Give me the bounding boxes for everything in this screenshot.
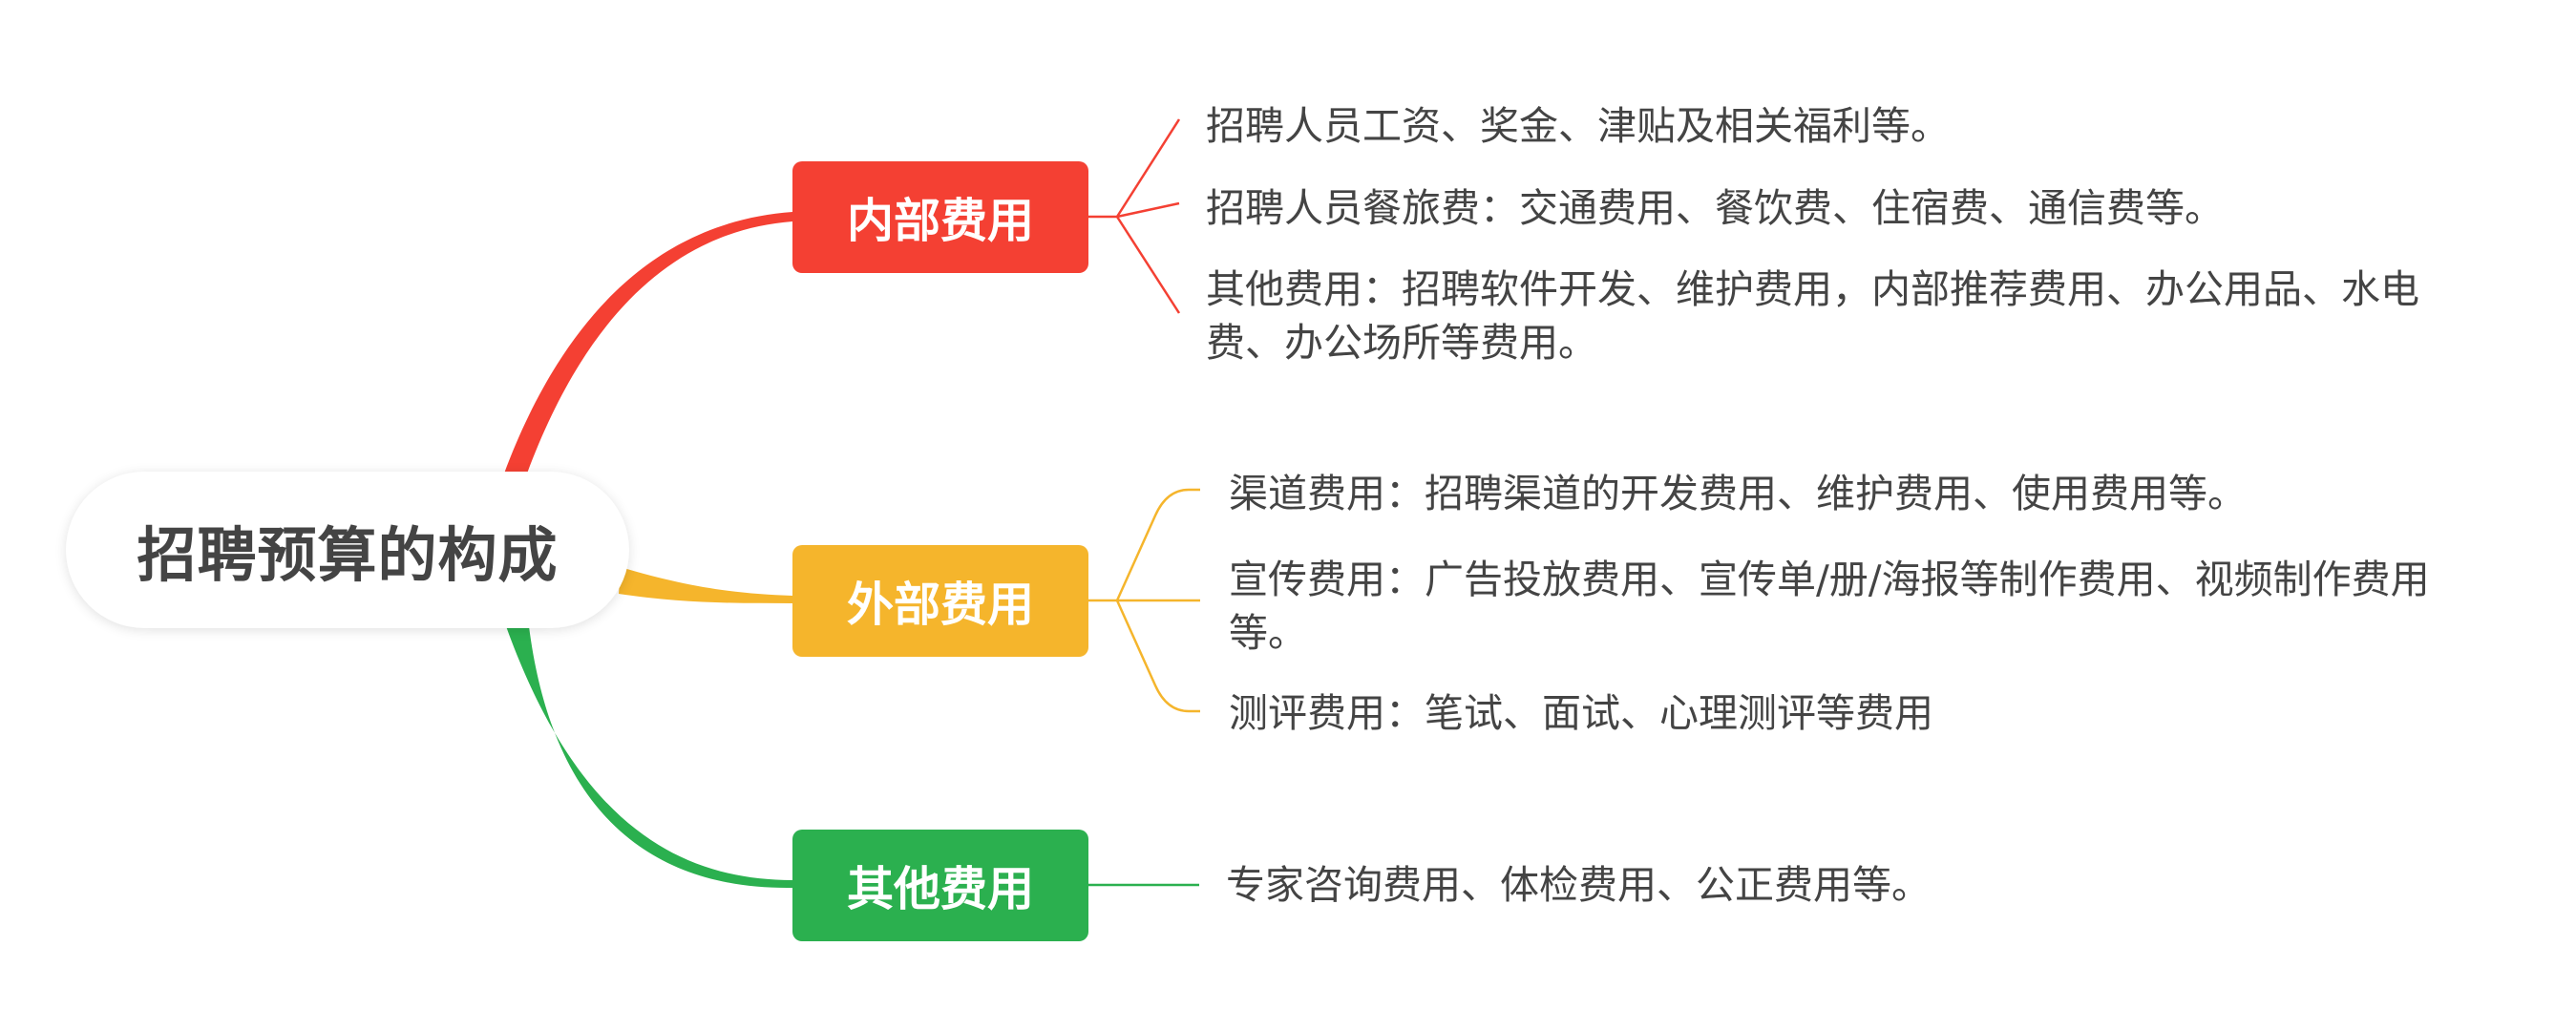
leaf-internal-travel[interactable]: 招聘人员餐旅费：交通费用、餐饮费、住宿费、通信费等。: [1206, 185, 2224, 231]
leaf-other-consulting[interactable]: 专家咨询费用、体检费用、公正费用等。: [1226, 862, 1931, 908]
branch-label: 外部费用: [846, 578, 1034, 632]
branch-label: 其他费用: [846, 862, 1034, 916]
leaf-external-channel[interactable]: 渠道费用：招聘渠道的开发费用、维护费用、使用费用等。: [1229, 471, 2247, 516]
leaf-internal-salary[interactable]: 招聘人员工资、奖金、津贴及相关福利等。: [1206, 103, 1950, 149]
root-topic-label: 招聘预算的构成: [137, 520, 559, 590]
leaf-external-assessment[interactable]: 测评费用：笔试、面试、心理测评等费用: [1229, 690, 1933, 736]
leaf-internal-other[interactable]: 其他费用：招聘软件开发、维护费用，内部推荐费用、办公用品、水电费、办公场所等费用…: [1206, 266, 2419, 366]
connector-root-external: [619, 567, 792, 603]
connector-root-other: [506, 626, 792, 889]
connector-internal-leaves: [1088, 118, 1181, 314]
connector-external-leaves: [1088, 488, 1200, 713]
branch-other-costs[interactable]: 其他费用: [792, 830, 1088, 941]
branch-label: 内部费用: [846, 194, 1034, 248]
branch-external-costs[interactable]: 外部费用: [792, 545, 1088, 657]
connector-root-internal: [504, 212, 792, 473]
root-topic[interactable]: 招聘预算的构成: [66, 472, 629, 628]
leaf-external-publicity[interactable]: 宣传费用：广告投放费用、宣传单/册/海报等制作费用、视频制作费用等。: [1229, 557, 2430, 656]
branch-internal-costs[interactable]: 内部费用: [792, 161, 1088, 273]
